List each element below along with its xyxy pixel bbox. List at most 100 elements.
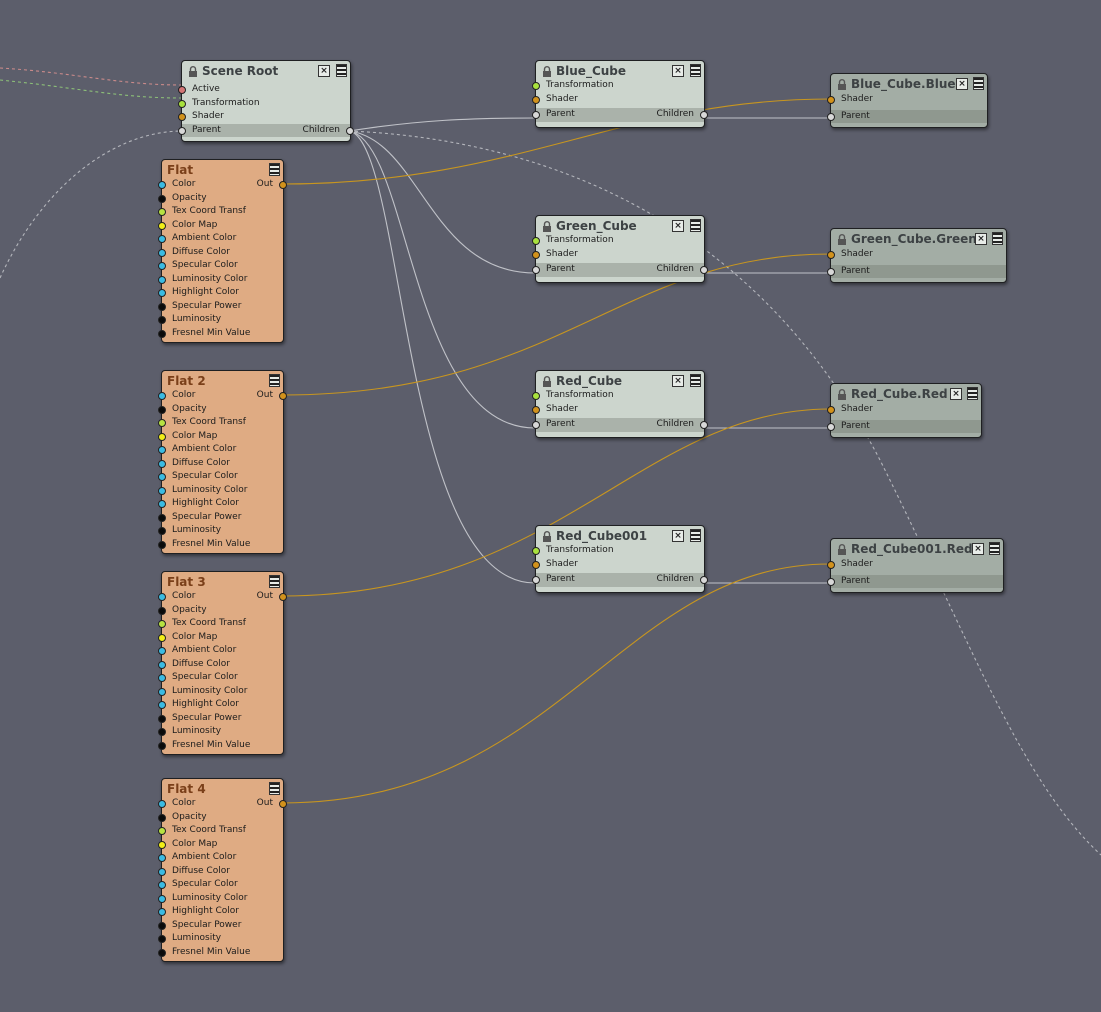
input-port[interactable] xyxy=(158,593,166,601)
input-port[interactable] xyxy=(158,316,166,324)
menu-icon[interactable] xyxy=(336,64,347,77)
scene-node-blue-cube[interactable]: Blue_Cube × Transformation Shader Parent… xyxy=(532,60,708,128)
input-port[interactable] xyxy=(158,854,166,862)
menu-icon[interactable] xyxy=(690,374,701,387)
menu-icon[interactable] xyxy=(269,575,280,588)
parent-port[interactable] xyxy=(827,267,835,276)
children-port[interactable] xyxy=(700,576,708,584)
input-port[interactable] xyxy=(178,86,186,94)
input-port[interactable] xyxy=(532,547,540,555)
input-port[interactable] xyxy=(158,908,166,916)
parent-port[interactable] xyxy=(827,422,835,431)
input-port[interactable] xyxy=(158,881,166,889)
input-port[interactable] xyxy=(158,660,166,669)
input-port[interactable] xyxy=(158,194,166,203)
input-port[interactable] xyxy=(158,827,166,835)
out-port[interactable] xyxy=(279,593,287,601)
close-icon[interactable]: × xyxy=(672,530,684,542)
input-port[interactable] xyxy=(158,527,166,535)
scene-node-red-cube001[interactable]: Red_Cube001 × Transformation Shader Pare… xyxy=(532,525,708,593)
input-port[interactable] xyxy=(158,714,166,723)
children-port[interactable] xyxy=(700,266,708,274)
output-node-green-cube-green[interactable]: Green_Cube.Green × Shader Parent xyxy=(827,228,1007,283)
input-port[interactable] xyxy=(158,432,166,441)
input-port[interactable] xyxy=(158,405,166,414)
menu-icon[interactable] xyxy=(690,64,701,77)
input-port[interactable] xyxy=(158,674,166,682)
menu-icon[interactable] xyxy=(992,232,1003,245)
children-port[interactable] xyxy=(700,111,708,119)
input-port[interactable] xyxy=(158,867,166,876)
parent-port[interactable] xyxy=(827,577,835,586)
input-port[interactable] xyxy=(158,262,166,270)
input-port[interactable] xyxy=(532,392,540,400)
input-port[interactable] xyxy=(158,800,166,808)
parent-port[interactable] xyxy=(532,111,540,119)
input-port[interactable] xyxy=(158,329,166,338)
input-port[interactable] xyxy=(158,606,166,615)
input-port[interactable] xyxy=(158,620,166,628)
input-port[interactable] xyxy=(158,728,166,736)
close-icon[interactable]: × xyxy=(975,233,987,245)
input-port[interactable] xyxy=(158,235,166,243)
menu-icon[interactable] xyxy=(269,782,280,795)
children-port[interactable] xyxy=(346,126,354,135)
menu-icon[interactable] xyxy=(269,374,280,387)
parent-port[interactable] xyxy=(532,421,540,429)
input-port[interactable] xyxy=(178,113,186,121)
close-icon[interactable]: × xyxy=(672,375,684,387)
input-port[interactable] xyxy=(532,250,540,259)
menu-icon[interactable] xyxy=(269,163,280,176)
menu-icon[interactable] xyxy=(690,529,701,542)
input-port[interactable] xyxy=(532,95,540,104)
parent-port[interactable] xyxy=(532,576,540,584)
input-port[interactable] xyxy=(158,500,166,508)
input-port[interactable] xyxy=(158,181,166,189)
input-port[interactable] xyxy=(158,741,166,750)
out-port[interactable] xyxy=(279,181,287,189)
output-node-blue-cube-blue[interactable]: Blue_Cube.Blue × Shader Parent xyxy=(827,73,988,128)
input-port[interactable] xyxy=(158,687,166,696)
close-icon[interactable]: × xyxy=(972,543,984,555)
parent-port[interactable] xyxy=(532,266,540,274)
close-icon[interactable]: × xyxy=(672,220,684,232)
out-port[interactable] xyxy=(279,392,287,400)
out-port[interactable] xyxy=(279,800,287,808)
input-port[interactable] xyxy=(158,486,166,495)
parent-port[interactable] xyxy=(178,126,186,135)
parent-port[interactable] xyxy=(827,112,835,121)
input-port[interactable] xyxy=(158,302,166,311)
menu-icon[interactable] xyxy=(690,219,701,232)
close-icon[interactable]: × xyxy=(950,388,962,400)
input-port[interactable] xyxy=(532,82,540,90)
menu-icon[interactable] xyxy=(973,77,984,90)
input-port[interactable] xyxy=(158,813,166,822)
input-port[interactable] xyxy=(158,540,166,549)
input-port[interactable] xyxy=(158,701,166,709)
input-port[interactable] xyxy=(158,208,166,216)
input-port[interactable] xyxy=(158,289,166,297)
input-port[interactable] xyxy=(158,248,166,257)
menu-icon[interactable] xyxy=(967,387,978,400)
input-port[interactable] xyxy=(158,392,166,400)
input-port[interactable] xyxy=(158,275,166,284)
input-port[interactable] xyxy=(158,419,166,427)
output-node-red-cube001-red[interactable]: Red_Cube001.Red × Shader Parent xyxy=(827,538,1004,593)
close-icon[interactable]: × xyxy=(318,65,330,77)
input-port[interactable] xyxy=(532,237,540,245)
input-port[interactable] xyxy=(827,406,835,414)
input-port[interactable] xyxy=(158,840,166,849)
input-port[interactable] xyxy=(827,251,835,259)
input-port[interactable] xyxy=(158,221,166,230)
close-icon[interactable]: × xyxy=(672,65,684,77)
close-icon[interactable]: × xyxy=(956,78,968,90)
input-port[interactable] xyxy=(827,96,835,104)
scene-root-node[interactable]: Scene Root × Active Transformation Shade… xyxy=(178,60,354,142)
input-port[interactable] xyxy=(158,647,166,655)
input-port[interactable] xyxy=(158,513,166,522)
